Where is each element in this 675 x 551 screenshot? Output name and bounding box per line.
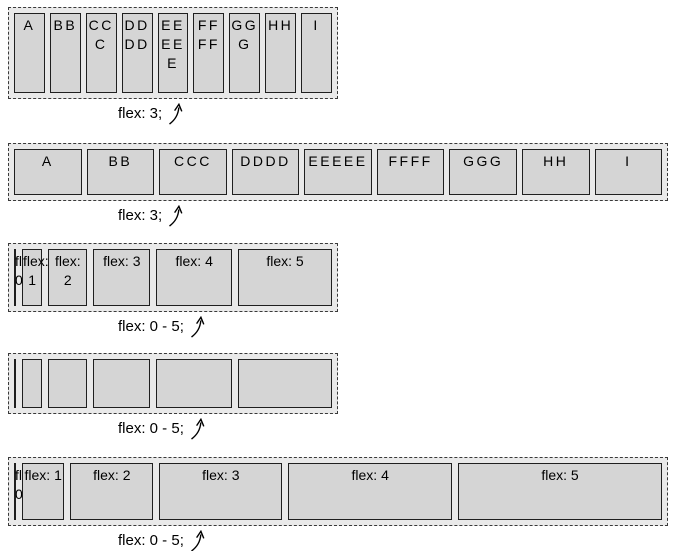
flex-box: EEEEE: [304, 149, 372, 195]
flex-box: FFFF: [376, 149, 445, 195]
flex-box: [14, 359, 16, 408]
flex-box: CCC: [159, 149, 227, 195]
flex-box: DDDD: [231, 149, 300, 195]
flex-box: GGG: [449, 149, 517, 195]
flex-box: flex: 2: [70, 463, 154, 520]
flex-box: CCC: [85, 13, 117, 93]
flex-box: flex: 4: [156, 249, 232, 306]
caption-2: flex: 3;: [118, 205, 675, 227]
flex-box: flex: 5: [458, 463, 662, 520]
flex-container-4: [8, 353, 338, 414]
flex-box: A: [14, 13, 45, 93]
curved-arrow-icon[interactable]: [190, 530, 205, 551]
curved-arrow-icon[interactable]: [168, 103, 183, 125]
caption-text: flex: 3;: [118, 207, 163, 224]
curved-arrow-icon[interactable]: [190, 316, 205, 338]
flex-box: DDDD: [121, 13, 153, 93]
flex-demo-row-4: flex: 0 - 5;: [0, 353, 675, 440]
flex-box: I: [301, 13, 333, 93]
flex-box: flex: 4: [288, 463, 452, 520]
flex-box: HH: [265, 13, 297, 93]
caption-3: flex: 0 - 5;: [118, 316, 675, 338]
curved-arrow-icon[interactable]: [190, 418, 205, 440]
flex-box: flex: 0: [14, 249, 41, 306]
caption-text: flex: 0 - 5;: [118, 532, 184, 549]
flex-box: BB: [49, 13, 81, 93]
flex-box: GGG: [229, 13, 261, 93]
flex-box: flex: 2: [48, 249, 88, 306]
caption-1: flex: 3;: [118, 103, 675, 125]
flex-box: HH: [521, 149, 590, 195]
flex-box: flex: 1: [22, 463, 65, 520]
flex-box: [22, 359, 43, 408]
flex-box: flex: 1: [22, 249, 49, 306]
caption-5: flex: 0 - 5;: [118, 530, 675, 551]
flex-box: FFFF: [193, 13, 225, 93]
flex-box: flex: 3: [159, 463, 283, 520]
flex-box: [238, 359, 332, 408]
flex-box: BB: [86, 149, 155, 195]
flex-box: I: [594, 149, 663, 195]
flex-box: flex: 0: [14, 463, 41, 520]
caption-text: flex: 0 - 5;: [118, 420, 184, 437]
flex-box: [156, 359, 232, 408]
flex-box: A: [14, 149, 82, 195]
flex-box: flex: 5: [238, 249, 332, 306]
flex-box: EEEEE: [157, 13, 189, 93]
flex-box: [93, 359, 151, 408]
caption-4: flex: 0 - 5;: [118, 418, 675, 440]
flex-box: [48, 359, 88, 408]
caption-text: flex: 0 - 5;: [118, 318, 184, 335]
caption-text: flex: 3;: [118, 105, 163, 122]
flex-box: flex: 3: [93, 249, 151, 306]
curved-arrow-icon[interactable]: [168, 205, 183, 227]
